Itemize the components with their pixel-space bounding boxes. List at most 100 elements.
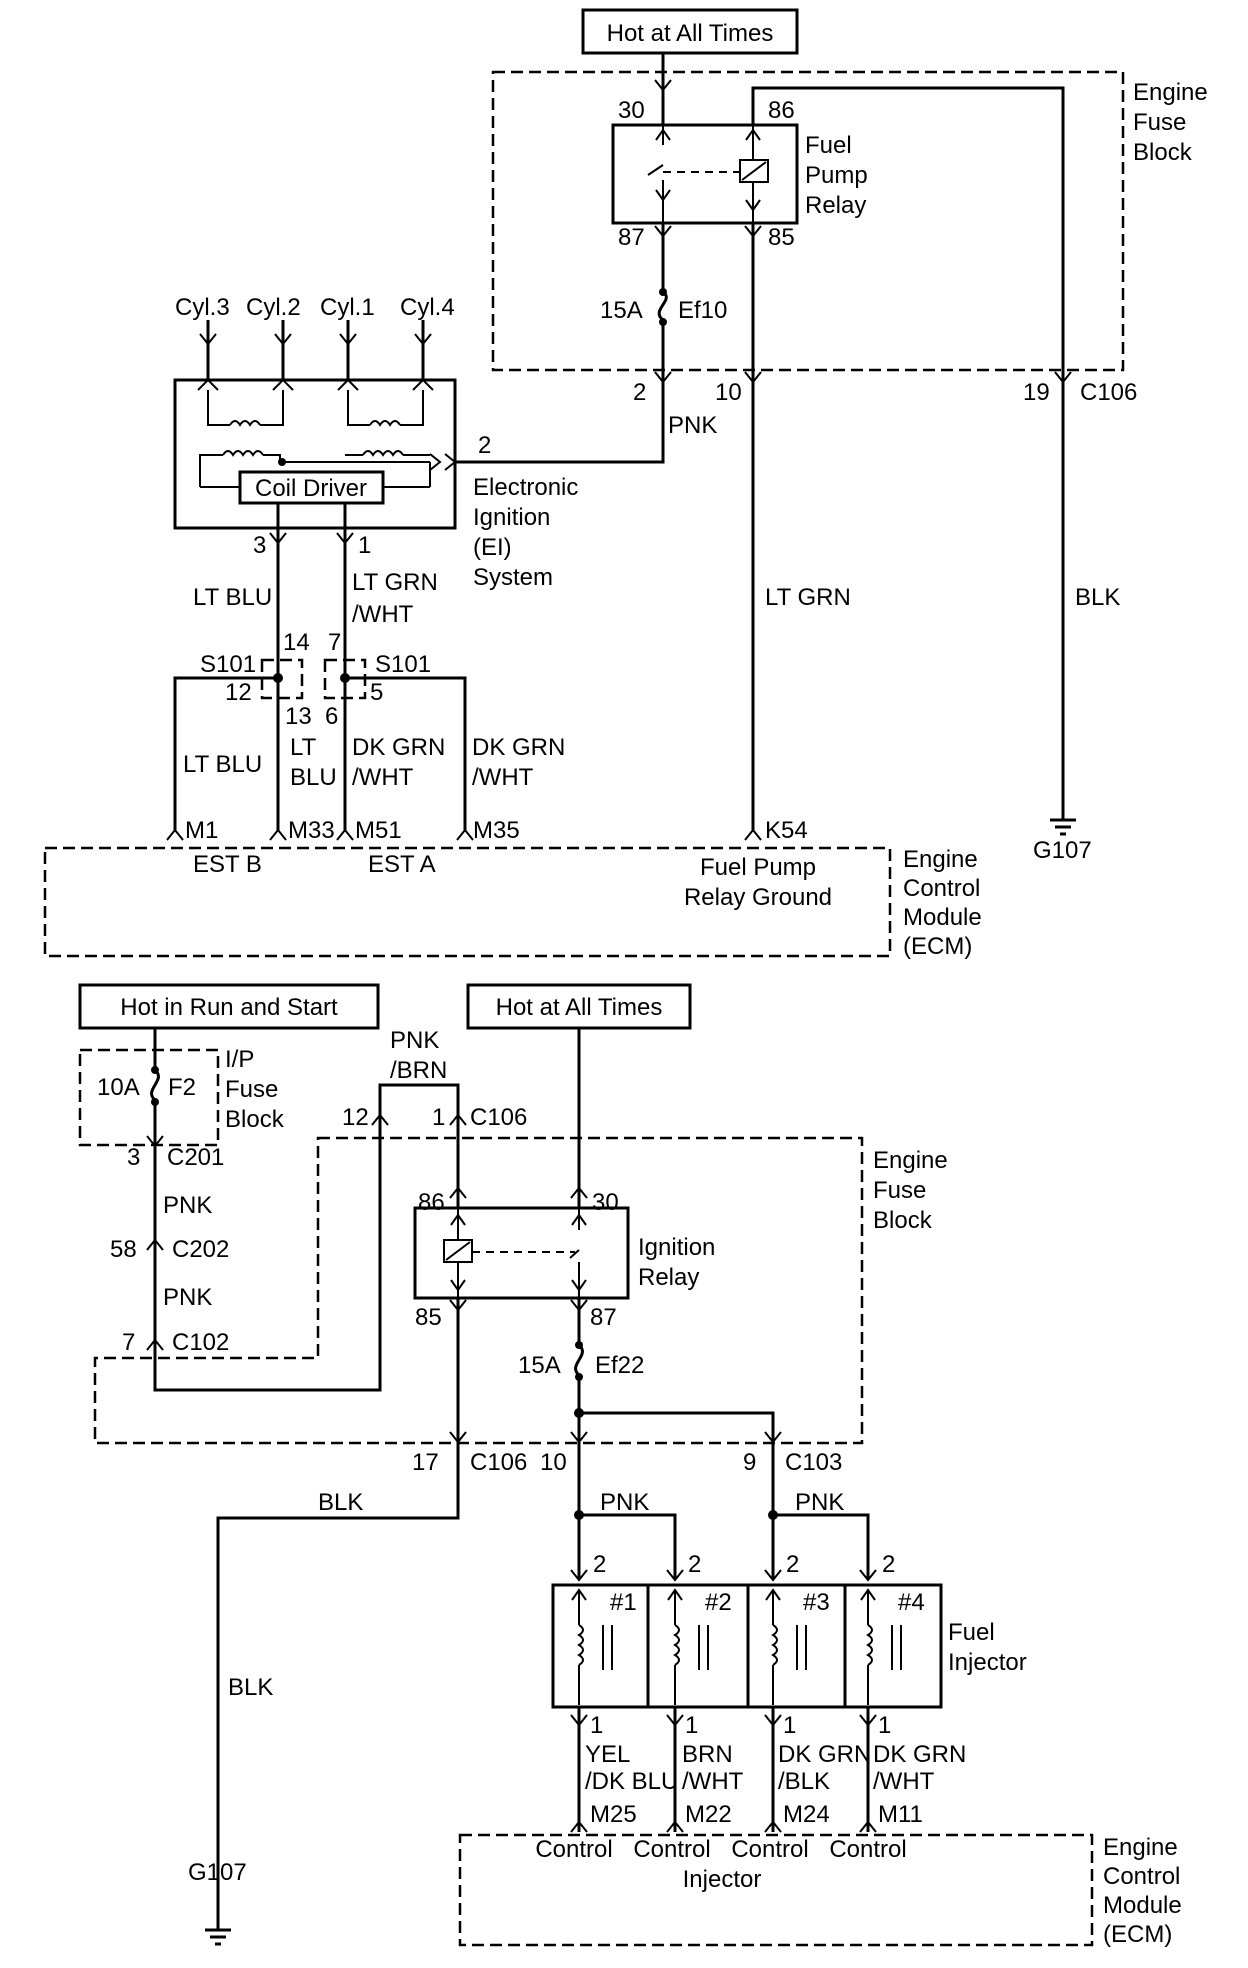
pin-m11: M11 — [878, 1801, 923, 1828]
wire-blk-to-g107 — [216, 1460, 460, 1930]
svg-text:System: System — [473, 564, 553, 591]
ignition-relay-switch — [472, 1208, 587, 1298]
hot-at-all-times-label-top: Hot at All Times — [607, 20, 774, 47]
svg-text:Engine: Engine — [1103, 1834, 1178, 1861]
connector-c102 — [146, 1338, 164, 1351]
ei-system-label: Electronic Ignition (EI) System — [473, 474, 578, 591]
inj-wire-3-label: DK GRN /BLK — [778, 1741, 871, 1795]
fuse-f2-rating: 10A — [97, 1074, 140, 1101]
svg-text:/DK BLU: /DK BLU — [585, 1768, 678, 1795]
svg-text:Block: Block — [873, 1207, 933, 1234]
wire-lt-grn-label: LT GRN — [765, 584, 851, 611]
wire-pnk-brn — [153, 1083, 460, 1392]
pin-k54: K54 — [765, 817, 808, 844]
svg-text:DK GRN: DK GRN — [472, 734, 565, 761]
engine-fuse-block-bottom — [93, 1136, 864, 1445]
splice-14: 14 — [283, 629, 310, 656]
svg-text:DK GRN: DK GRN — [778, 1741, 871, 1768]
svg-text:Ignition: Ignition — [473, 504, 550, 531]
pin-ei-2: 2 — [478, 432, 491, 459]
hot-in-run-start-box — [78, 983, 380, 1030]
pin-86-top: 86 — [768, 97, 795, 124]
connector-30-top — [654, 79, 672, 92]
connector-ei-2 — [444, 453, 457, 471]
svg-text:I/P: I/P — [225, 1046, 254, 1073]
pin-87-top: 87 — [618, 224, 645, 251]
injector-coil-3 — [765, 1588, 807, 1705]
connector-30-bottom — [570, 1186, 588, 1199]
control-3: Control — [731, 1836, 808, 1863]
pin-c201-3: 3 — [127, 1144, 140, 1171]
coil-driver — [238, 470, 385, 505]
ecm-bottom — [458, 1833, 1094, 1947]
fuse-f2 — [150, 1068, 160, 1102]
control-4: Control — [829, 1836, 906, 1863]
svg-text:Fuse: Fuse — [225, 1076, 278, 1103]
ecm-top — [43, 846, 892, 958]
fuel-injector-label: Fuel Injector — [948, 1619, 1027, 1676]
pin-87-bottom: 87 — [590, 1304, 617, 1331]
svg-text:Control: Control — [1103, 1863, 1180, 1890]
pin-86-bottom: 86 — [418, 1189, 445, 1216]
svg-text:Fuse: Fuse — [1133, 109, 1186, 136]
pin-inj-1c: 1 — [783, 1712, 796, 1739]
pin-c106-19: 19 — [1023, 379, 1050, 406]
injector-feed-wires — [577, 1460, 870, 1580]
splice-s101-right: S101 — [375, 651, 431, 678]
pin-m25: M25 — [590, 1801, 637, 1828]
ip-fuse-block-label: I/P Fuse Block — [225, 1046, 285, 1133]
ecm-bottom-label: Engine Control Module (ECM) — [1103, 1834, 1182, 1948]
svg-text:Fuel: Fuel — [805, 132, 852, 159]
pin-c202-58: 58 — [110, 1236, 137, 1263]
wire-lt-grn-wht-label: LT GRN /WHT — [352, 569, 438, 628]
wire-lt-blu-a: LT BLU — [193, 584, 272, 611]
pin-ei-3: 3 — [253, 532, 266, 559]
splice-13: 13 — [285, 703, 312, 730]
splice-7: 7 — [328, 629, 341, 656]
svg-text:Fuel Pump: Fuel Pump — [700, 854, 816, 881]
svg-text:Relay: Relay — [805, 192, 866, 219]
connector-c106-bottom-label: C106 — [470, 1449, 527, 1476]
svg-text:DK GRN: DK GRN — [352, 734, 445, 761]
wire-dk-grn-wht-b: DK GRN /WHT — [472, 734, 565, 791]
ecm-top-label: Engine Control Module (ECM) — [903, 846, 982, 960]
pin-c106-10: 10 — [715, 379, 742, 406]
fuse-ef22-name: Ef22 — [595, 1352, 644, 1379]
injector-output-wires — [577, 1707, 870, 1832]
injector-1-label: #1 — [610, 1589, 637, 1616]
control-2: Control — [633, 1836, 710, 1863]
pin-c106-17: 17 — [412, 1449, 439, 1476]
pin-m1: M1 — [185, 817, 218, 844]
svg-text:/WHT: /WHT — [873, 1768, 935, 1795]
svg-text:Fuel: Fuel — [948, 1619, 995, 1646]
connector-c202 — [146, 1238, 164, 1251]
fuel-pump-relay-label: Fuel Pump Relay — [805, 132, 868, 219]
coil-junction — [278, 458, 286, 466]
svg-text:Block: Block — [225, 1106, 285, 1133]
connector-86-bottom — [449, 1186, 467, 1199]
hot-at-all-times-box-bottom — [466, 983, 692, 1030]
wire-lt-blu-c: LT BLU — [290, 734, 337, 791]
ecm-top-connectors — [166, 828, 762, 841]
svg-text:LT: LT — [290, 734, 317, 761]
injector-4-label: #4 — [898, 1589, 925, 1616]
pin-c106-2: 2 — [633, 379, 646, 406]
injector-coil-2 — [667, 1588, 709, 1705]
pin-c106-1: 1 — [432, 1104, 445, 1131]
wire-pnk-2: PNK — [163, 1284, 212, 1311]
svg-text:Pump: Pump — [805, 162, 868, 189]
connector-c201 — [146, 1135, 164, 1148]
svg-text:Engine: Engine — [873, 1147, 948, 1174]
pin-inj-1a: 1 — [590, 1712, 603, 1739]
svg-text:Block: Block — [1133, 139, 1193, 166]
signal-fuel-pump-ground: Fuel Pump Relay Ground — [684, 854, 832, 911]
svg-text:BRN: BRN — [682, 1741, 733, 1768]
cylinder-outputs — [199, 320, 432, 380]
pin-m22: M22 — [685, 1801, 732, 1828]
wire-pnk-to-ei — [440, 382, 665, 464]
pin-c102-7: 7 — [122, 1329, 135, 1356]
fuse-ef10-rating: 15A — [600, 297, 643, 324]
cyl-4-label: Cyl.4 — [400, 294, 455, 321]
wire-pnk-1: PNK — [163, 1192, 212, 1219]
svg-text:/WHT: /WHT — [352, 601, 414, 628]
